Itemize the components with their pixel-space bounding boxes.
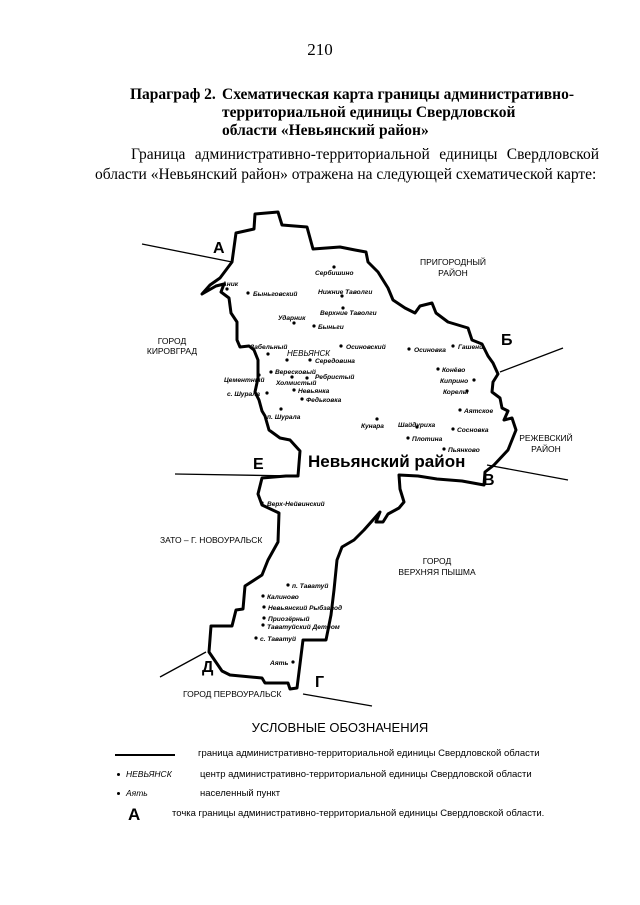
district-map: А Б В Г Д Е Невьянский район ПРИГОРОДНЫЙ… xyxy=(141,210,573,707)
settlement-label: п. Шурала xyxy=(267,414,301,421)
neighbor-novouralsk: ЗАТО – Г. НОВОУРАЛЬСК xyxy=(160,535,262,545)
legend-item-center: НЕВЬЯНСК центр административно-территори… xyxy=(0,767,640,783)
legend-text: точка границы административно-территориа… xyxy=(172,808,545,819)
settlement-label: Кунара xyxy=(361,423,384,430)
page-number: 210 xyxy=(307,40,333,59)
settlement-label: Шайдуриха xyxy=(398,421,436,429)
settlement-symbol: Аять xyxy=(117,788,148,798)
settlement-label: Вересковый xyxy=(275,368,316,376)
boundary-point-v: В xyxy=(483,472,495,489)
legend-item-point: А точка границы административно-территор… xyxy=(0,805,640,824)
settlement-label: Сосновка xyxy=(457,427,489,434)
boundary-line-symbol xyxy=(115,754,175,756)
title-line-1: Схематическая карта границы администрати… xyxy=(222,86,574,103)
settlement-label: Ребристый xyxy=(315,373,354,381)
settlement-label: Цементный xyxy=(224,376,265,384)
neighbor-kirovgrad-2: КИРОВГРАД xyxy=(147,346,197,356)
neighbor-prigorodny-2: РАЙОН xyxy=(438,267,468,278)
section-label: Параграф 2. xyxy=(130,86,216,103)
settlement-label: Невьянский Рыбзавод xyxy=(268,604,342,612)
settlement-label: Аять xyxy=(269,660,289,667)
district-center-label: НЕВЬЯНСК xyxy=(287,349,331,358)
district-boundary xyxy=(200,210,518,691)
settlement-label: Аятское xyxy=(463,408,493,415)
settlement-label: Киприно xyxy=(440,378,468,385)
legend-text: центр административно-территориальной ед… xyxy=(200,769,532,780)
settlement-label: с. Таватуй xyxy=(260,635,296,643)
boundary-point-a: А xyxy=(213,240,225,257)
legend-text: граница административно-территориальной … xyxy=(198,748,540,759)
settlement-label: Федьковка xyxy=(306,396,342,404)
settlement-label: Нижние Таволги xyxy=(318,289,372,296)
settlement-label: Корелы xyxy=(443,389,469,396)
settlement-label: Таватуйский Детдом xyxy=(267,623,340,631)
settlement-label: Конёво xyxy=(442,367,465,374)
neighbor-prigorodny-1: ПРИГОРОДНЫЙ xyxy=(420,256,486,267)
settlement-label: Гашени xyxy=(458,344,483,351)
title-line-2: территориальной единицы Свердловской xyxy=(222,104,516,121)
settlement-label: Середовина xyxy=(315,357,355,365)
settlement-label: Невьянка xyxy=(298,388,330,395)
settlement-label: Быньговский xyxy=(253,290,297,298)
settlement-label: Сербишино xyxy=(315,269,353,277)
boundary-point-d: Д xyxy=(202,659,214,676)
neighbor-boundaries xyxy=(141,243,569,707)
settlement-label: Плотина xyxy=(412,436,443,443)
section-heading: Параграф 2. Схематическая карта границы а… xyxy=(130,86,582,140)
legend-item-boundary: граница административно-территориальной … xyxy=(0,746,640,762)
settlement-label: Осиновка xyxy=(414,347,446,354)
neighbor-pyshma-2: ВЕРХНЯЯ ПЫШМА xyxy=(398,567,476,577)
boundary-point-b: Б xyxy=(501,332,513,349)
legend-text: населенный пункт xyxy=(200,788,281,799)
settlement-label: Верхние Таволги xyxy=(320,310,377,317)
settlement-label: Ударник xyxy=(278,314,306,322)
settlement-label: Аник xyxy=(221,281,239,288)
neighbor-kirovgrad-1: ГОРОД xyxy=(158,336,187,346)
settlement-label: Холмистый xyxy=(275,379,316,387)
settlement-label: Быньги xyxy=(318,324,344,331)
neighbor-pyshma-1: ГОРОД xyxy=(423,556,452,566)
dot-icon xyxy=(117,792,120,796)
center-symbol-text: НЕВЬЯНСК xyxy=(126,769,172,779)
point-symbol: А xyxy=(128,805,141,824)
center-symbol: НЕВЬЯНСК xyxy=(117,769,172,779)
settlement-label: п. Таватуй xyxy=(292,582,328,590)
intro-paragraph: Граница административно-территориальной … xyxy=(95,146,599,183)
district-name: Невьянский район xyxy=(308,452,465,471)
settlement-dots xyxy=(225,265,476,664)
dot-icon xyxy=(117,773,120,777)
section-title: Схематическая карта границы администрати… xyxy=(222,86,582,140)
settlement-symbol-text: Аять xyxy=(126,788,148,798)
boundary-point-g: Г xyxy=(315,674,324,691)
settlement-label: Приозёрный xyxy=(268,615,310,623)
boundary-point-e: Е xyxy=(253,456,264,473)
settlement-label: с. Шурала xyxy=(227,391,260,398)
settlement-label: Верх-Нейвинский xyxy=(267,500,325,508)
legend-title: УСЛОВНЫЕ ОБОЗНАЧЕНИЯ xyxy=(251,720,429,735)
legend-item-settlement: Аять населенный пункт xyxy=(0,786,640,802)
neighbor-pervouralsk: ГОРОД ПЕРВОУРАЛЬСК xyxy=(183,689,281,699)
settlement-label: Осиновский xyxy=(346,343,386,351)
title-line-3: области «Невьянский район» xyxy=(222,122,429,139)
neighbor-rezhevskoy-2: РАЙОН xyxy=(531,443,561,454)
settlement-label: Калиново xyxy=(267,594,299,601)
neighbor-rezhevskoy-1: РЕЖЕВСКИЙ xyxy=(519,432,573,443)
settlement-label: Пьянково xyxy=(448,447,480,454)
settlement-label: Забельный xyxy=(250,343,287,351)
